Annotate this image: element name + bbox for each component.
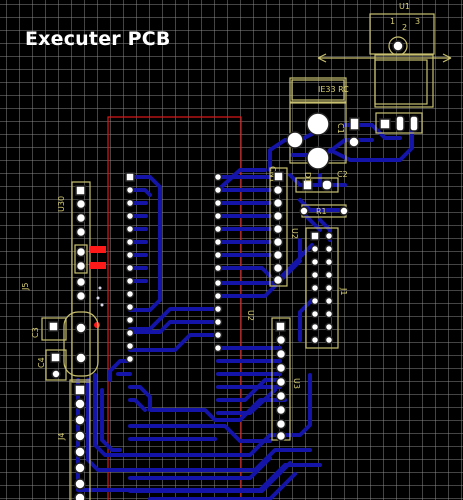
c1-label: C1: [336, 123, 345, 134]
ie33-label: IE33 RC: [318, 85, 349, 94]
crystal: [63, 311, 99, 377]
j1-label: J1: [339, 287, 348, 295]
c4-label: C4: [37, 357, 46, 368]
c3-label: C3: [31, 327, 40, 338]
cn1-label: CN1: [268, 166, 277, 183]
u2-header: U2: [269, 167, 299, 287]
u1-mount-hole: [392, 40, 404, 52]
u30-header: U30 J5: [21, 181, 91, 383]
u3-header: U3: [271, 317, 301, 442]
u1-regulator: U1 1 2 3: [317, 2, 452, 108]
u1-label: U1: [399, 2, 410, 11]
c1-capacitor: C1: [286, 112, 360, 170]
d1-diode: D1: [303, 172, 312, 183]
r1-label: R1: [316, 207, 327, 216]
u2-header-label: U2: [290, 228, 299, 239]
svg-text:1: 1: [390, 17, 395, 26]
c2-capacitor: C2: [295, 170, 348, 193]
u2-chip-label: U2: [246, 310, 255, 321]
j4-label: J4: [57, 433, 66, 441]
board-outline: [107, 116, 242, 500]
j5-label: J5: [21, 283, 30, 291]
j1-header: J1: [305, 227, 348, 349]
u30-label: U30: [57, 196, 66, 212]
u1-pads: [375, 112, 423, 134]
c3-c4: C3 C4: [31, 317, 67, 381]
c1-pad-2: [306, 146, 330, 170]
main-chip-pads: U2: [125, 172, 255, 364]
c1-pad-1: [306, 112, 330, 136]
c2-label: C2: [337, 170, 348, 179]
highlight-pads: [90, 246, 106, 328]
r1-resistor: R1: [299, 204, 349, 218]
j4-header: J4: [57, 379, 91, 500]
page-title: Executer PCB: [25, 28, 171, 50]
svg-text:2: 2: [402, 23, 407, 32]
u3-label: U3: [292, 378, 301, 389]
vias: [96, 286, 104, 307]
d1-label: D1: [303, 172, 312, 183]
svg-text:3: 3: [415, 17, 420, 26]
